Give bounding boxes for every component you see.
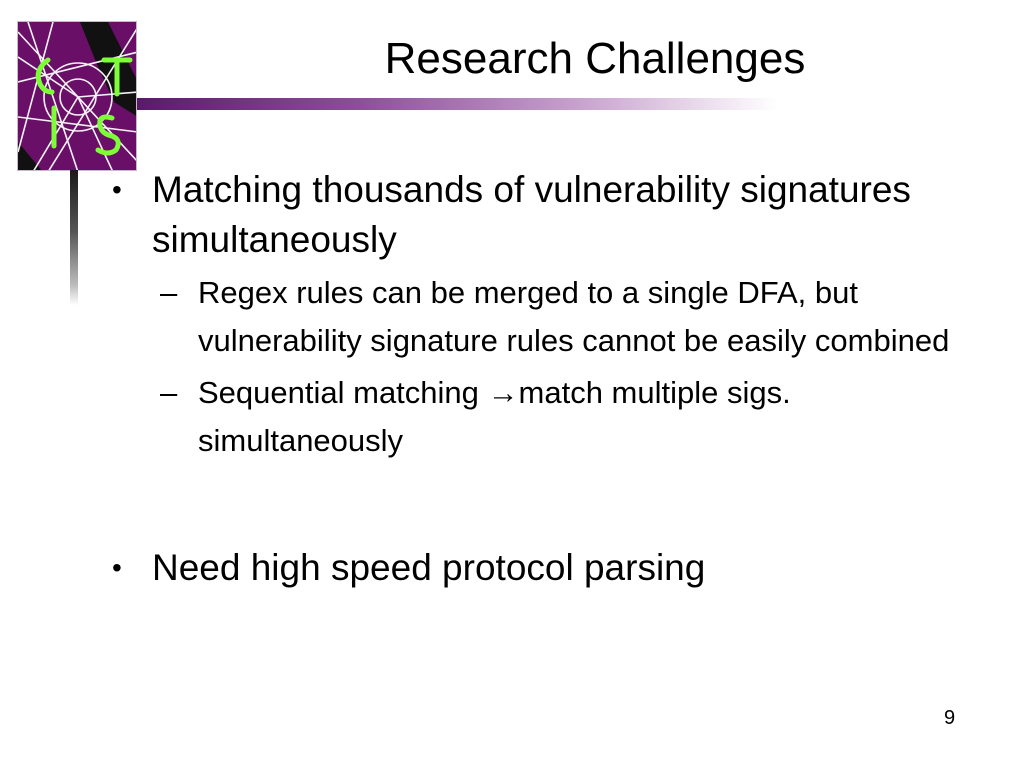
title-gradient-bar [137,98,777,110]
dash-marker: – [160,375,178,410]
cist-logo-icon [17,21,137,171]
bullet-text: Matching thousands of vulnerability sign… [152,169,911,260]
slide-body: • Matching thousands of vulnerability si… [110,165,1000,593]
slide-title: Research Challenges [384,34,806,83]
bullet-item: • Need high speed protocol parsing [110,543,1000,593]
arrow-right-icon: → [487,375,519,410]
bullet-text: Need high speed protocol parsing [152,547,706,588]
sub-bullet-item: – Regex rules can be merged to a single … [110,269,1000,365]
sub-bullet-text-before: Sequential matching [198,375,488,410]
page-number: 9 [944,707,956,729]
bullet-marker: • [112,552,122,583]
sub-bullet-text: Regex rules can be merged to a single DF… [198,275,950,358]
bullet-item: • Matching thousands of vulnerability si… [110,165,1000,265]
vertical-accent-bar [70,170,78,305]
dash-marker: – [160,275,178,310]
sub-bullet-item: – Sequential matching →match multiple si… [110,369,1000,465]
sub-bullet-text-after: match multiple sigs. simultaneously [198,375,791,458]
bullet-marker: • [112,174,122,205]
